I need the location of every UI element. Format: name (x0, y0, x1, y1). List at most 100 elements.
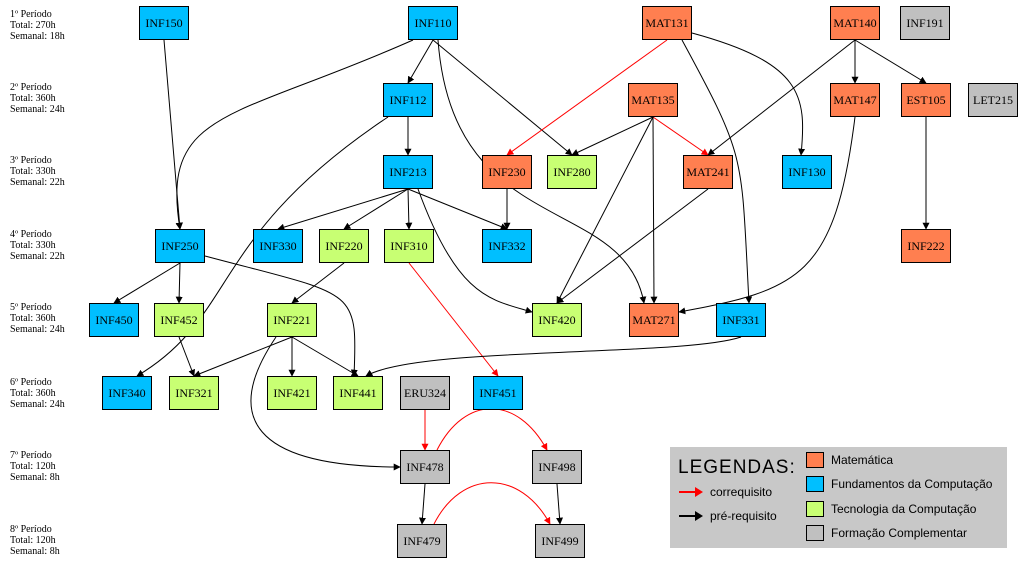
course-inf150: INF150 (139, 6, 189, 40)
complementar-label: Formação Complementar (831, 526, 968, 540)
course-inf230: INF230 (482, 155, 532, 189)
edge-mat147-to-mat271 (678, 116, 856, 315)
edge-inf213-to-inf310 (405, 188, 413, 230)
edge-mat131-to-inf230 (506, 39, 668, 156)
edge-mat135-to-mat241 (652, 116, 709, 156)
period-4: 4º Período Total: 330h Semanal: 22h (10, 229, 65, 262)
edge-inf110-to-inf250 (175, 39, 414, 230)
fundamentos-label: Fundamentos da Computação (831, 477, 993, 491)
edge-mat135-to-inf420 (556, 116, 654, 304)
course-inf498: INF498 (532, 450, 582, 484)
edge-inf213-to-inf420 (417, 188, 533, 314)
course-est105: EST105 (901, 83, 951, 117)
course-inf452: INF452 (154, 303, 204, 337)
period-7: 7º Período Total: 120h Semanal: 8h (10, 450, 60, 483)
edge-inf331-to-inf441 (365, 336, 742, 377)
edge-inf452-to-inf321 (178, 336, 196, 377)
period-total: Total: 270h (10, 20, 56, 31)
edge-inf479-to-inf499 (433, 482, 551, 525)
correquisito-arrow-icon (679, 487, 703, 497)
period-title: 5º Período (10, 302, 52, 313)
edge-inf110-to-inf280 (432, 39, 573, 156)
period-title: 2º Período (10, 82, 52, 93)
period-total: Total: 360h (10, 388, 56, 399)
course-inf280: INF280 (547, 155, 597, 189)
period-2: 2º Período Total: 360h Semanal: 24h (10, 82, 65, 115)
edge-inf150-to-inf250 (163, 39, 183, 230)
course-inf310: INF310 (384, 229, 434, 263)
edge-mat135-to-inf280 (571, 116, 654, 156)
period-8: 8º Período Total: 120h Semanal: 8h (10, 524, 60, 557)
course-inf478: INF478 (400, 450, 450, 484)
course-inf321: INF321 (169, 376, 219, 410)
period-weekly: Semanal: 8h (10, 546, 60, 557)
edge-mat131-to-inf331 (681, 39, 753, 304)
course-mat147: MAT147 (830, 83, 880, 117)
course-inf479: INF479 (397, 524, 447, 558)
edge-inf250-to-inf441 (204, 255, 358, 377)
course-let215: LET215 (968, 83, 1018, 117)
edge-inf478-to-inf479 (418, 483, 426, 525)
edge-inf221-to-inf478 (250, 336, 401, 471)
period-total: Total: 120h (10, 461, 56, 472)
period-title: 7º Período (10, 450, 52, 461)
period-title: 8º Período (10, 524, 52, 535)
course-inf330: INF330 (253, 229, 303, 263)
period-title: 4º Período (10, 229, 52, 240)
course-inf110: INF110 (408, 6, 458, 40)
prerequisito-arrow-icon (679, 511, 703, 521)
edge-inf221-to-inf441 (291, 336, 359, 377)
tecnologia-swatch (806, 501, 824, 517)
period-total: Total: 330h (10, 240, 56, 251)
period-title: 6º Período (10, 377, 52, 388)
course-inf112: INF112 (383, 83, 433, 117)
course-mat131: MAT131 (642, 6, 692, 40)
course-inf332: INF332 (482, 229, 532, 263)
edge-inf213-to-inf220 (343, 188, 409, 230)
correquisito-label: correquisito (710, 485, 773, 499)
prerequisito-label: pré-requisito (710, 509, 777, 523)
course-inf441: INF441 (333, 376, 383, 410)
course-inf421: INF421 (267, 376, 317, 410)
course-inf250: INF250 (155, 229, 205, 263)
course-inf420: INF420 (532, 303, 582, 337)
course-inf220: INF220 (319, 229, 369, 263)
period-5: 5º Período Total: 360h Semanal: 24h (10, 302, 65, 335)
edge-inf221-to-inf321 (193, 336, 293, 377)
edge-inf220-to-inf221 (291, 262, 345, 304)
fundamentos-swatch (806, 476, 824, 492)
edge-mat140-to-est105 (854, 39, 927, 84)
edge-mat135-to-mat271 (650, 116, 658, 304)
edge-inf110-to-mat271 (437, 39, 647, 304)
edge-inf498-to-inf499 (556, 483, 564, 525)
period-weekly: Semanal: 18h (10, 31, 65, 42)
course-inf191: INF191 (900, 6, 950, 40)
matematica-label: Matemática (831, 453, 894, 467)
legend: LEGENDAS: correquisito pré-requisito Mat… (670, 447, 1007, 548)
edge-inf110-to-inf112 (407, 39, 434, 84)
complementar-swatch (806, 525, 824, 541)
legend-title: LEGENDAS: (678, 457, 796, 478)
period-weekly: Semanal: 8h (10, 472, 60, 483)
edge-inf310-to-inf451 (408, 262, 499, 377)
course-inf331: INF331 (716, 303, 766, 337)
edge-inf112-to-inf340 (136, 116, 389, 377)
period-weekly: Semanal: 22h (10, 177, 65, 188)
course-inf221: INF221 (267, 303, 317, 337)
edge-inf250-to-inf450 (113, 262, 181, 304)
course-inf130: INF130 (782, 155, 832, 189)
edge-inf213-to-inf332 (407, 188, 508, 230)
period-title: 3º Período (10, 155, 52, 166)
edge-inf250-to-inf452 (175, 262, 183, 304)
period-total: Total: 120h (10, 535, 56, 546)
period-title: 1º Período (10, 9, 52, 20)
period-weekly: Semanal: 24h (10, 104, 65, 115)
course-inf450: INF450 (89, 303, 139, 337)
course-mat140: MAT140 (830, 6, 880, 40)
period-6: 6º Período Total: 360h Semanal: 24h (10, 377, 65, 410)
course-mat135: MAT135 (628, 83, 678, 117)
edge-inf478-to-inf498 (436, 408, 548, 451)
period-weekly: Semanal: 24h (10, 324, 65, 335)
course-inf213: INF213 (383, 155, 433, 189)
